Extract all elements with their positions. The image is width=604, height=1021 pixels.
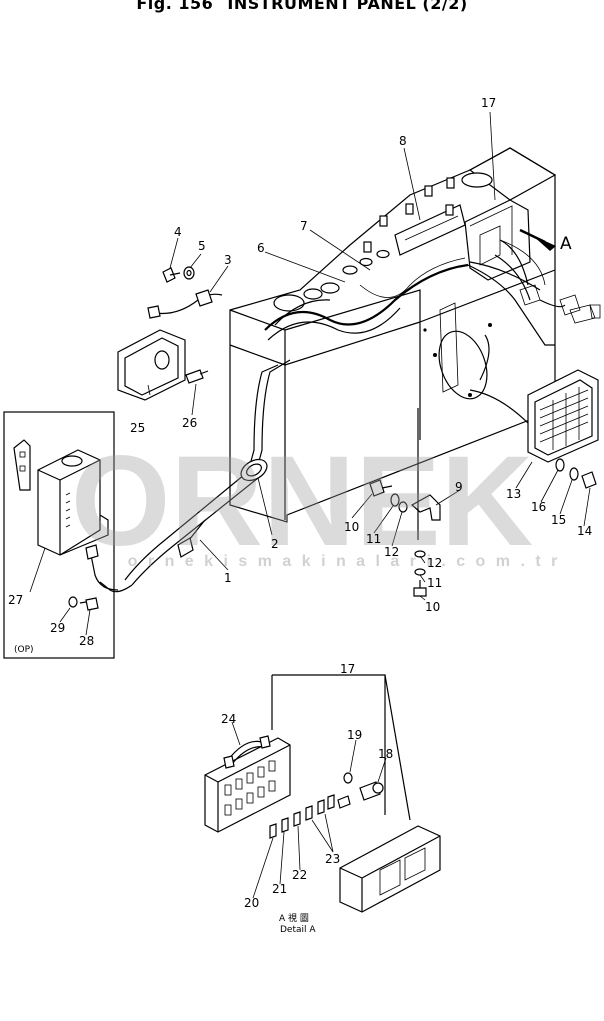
callout-labels: 1 2 3 4 5 6 7 8 9 10 11 12 12 11 10 13 1… bbox=[8, 96, 592, 935]
callout-28: 28 bbox=[79, 634, 94, 648]
figure-caption: INSTRUMENT PANEL (2/2) bbox=[227, 0, 468, 13]
lamp-mount-parts bbox=[555, 458, 597, 489]
washer-11-upper bbox=[390, 493, 400, 507]
callout-11-lower: 11 bbox=[427, 576, 442, 590]
callout-26: 26 bbox=[182, 416, 197, 430]
callout-20: 20 bbox=[244, 896, 259, 910]
washer-12-upper bbox=[398, 501, 408, 513]
callout-3: 3 bbox=[224, 253, 232, 267]
work-lamp bbox=[527, 369, 599, 463]
callout-14: 14 bbox=[577, 524, 592, 538]
washer-tank bbox=[37, 449, 109, 556]
callout-10-lower: 10 bbox=[425, 600, 440, 614]
callout-17: 17 bbox=[481, 96, 496, 110]
callout-13: 13 bbox=[506, 487, 521, 501]
gauge-cluster bbox=[273, 172, 493, 312]
callout-5: 5 bbox=[198, 239, 206, 253]
figure-title: Fig. 156 INSTRUMENT PANEL (2/2) bbox=[0, 0, 604, 13]
callout-2: 2 bbox=[271, 537, 279, 551]
bolt-10-lower bbox=[413, 580, 427, 597]
figure-number: Fig. 156 bbox=[136, 0, 214, 13]
inset-frame bbox=[3, 411, 115, 659]
callout-8: 8 bbox=[399, 134, 407, 148]
lamp-bolt bbox=[185, 369, 209, 384]
leader-lines bbox=[29, 111, 591, 899]
fuse-box-cover bbox=[339, 825, 441, 913]
watermark-url: o r n e k i s m a k i n a l a r i . c o … bbox=[128, 553, 561, 570]
callout-16: 16 bbox=[531, 500, 546, 514]
callout-21: 21 bbox=[272, 882, 287, 896]
tank-hose bbox=[85, 544, 119, 591]
callout-29: 29 bbox=[50, 621, 65, 635]
callout-25: 25 bbox=[130, 421, 145, 435]
inset-label: (OP) bbox=[14, 645, 34, 655]
callout-12-upper: 12 bbox=[384, 545, 399, 559]
switch-panel bbox=[363, 177, 466, 256]
washer-12-lower bbox=[414, 550, 426, 558]
fuse-block bbox=[204, 737, 291, 833]
callout-4: 4 bbox=[174, 225, 182, 239]
detail-a-outline bbox=[271, 674, 411, 821]
detail-label-line2: Detail A bbox=[280, 925, 316, 935]
view-marker-a: A bbox=[560, 234, 572, 254]
callout-7: 7 bbox=[300, 219, 308, 233]
bolt-10-upper bbox=[369, 479, 393, 497]
harness-conduit bbox=[99, 359, 291, 593]
callout-22: 22 bbox=[292, 868, 307, 882]
detail-label-line1: A 視 圖 bbox=[279, 912, 309, 924]
callout-1: 1 bbox=[224, 571, 232, 585]
callout-12-lower: 12 bbox=[427, 556, 442, 570]
callout-19: 19 bbox=[347, 728, 362, 742]
instrument-panel-housing bbox=[229, 147, 557, 523]
watermark-brand: ORNEK bbox=[71, 430, 533, 573]
wiring-harness bbox=[264, 239, 601, 426]
callout-23: 23 bbox=[325, 852, 340, 866]
fuse-box-assembly bbox=[464, 199, 531, 281]
rear-lamp bbox=[117, 329, 186, 401]
callout-11-upper: 11 bbox=[366, 532, 381, 546]
callout-6: 6 bbox=[257, 241, 265, 255]
callout-17-detail: 17 bbox=[340, 662, 355, 676]
view-arrow bbox=[519, 228, 556, 251]
bolt-18 bbox=[359, 781, 384, 801]
callout-10-upper: 10 bbox=[344, 520, 359, 534]
bolt-28 bbox=[79, 597, 99, 611]
callout-27: 27 bbox=[8, 593, 23, 607]
callout-18: 18 bbox=[378, 747, 393, 761]
tank-bracket bbox=[13, 439, 31, 491]
grommet bbox=[240, 458, 268, 482]
bracket-9 bbox=[410, 408, 441, 540]
washer-19 bbox=[343, 772, 353, 784]
washer-29 bbox=[68, 596, 78, 608]
callout-9: 9 bbox=[455, 480, 463, 494]
bolt-4 bbox=[162, 267, 181, 283]
spare-fuse-clip bbox=[223, 735, 271, 769]
washer-5 bbox=[183, 266, 195, 280]
sensor-cable bbox=[147, 289, 223, 319]
callout-24: 24 bbox=[221, 712, 236, 726]
fuses-row bbox=[269, 794, 351, 839]
callout-15: 15 bbox=[551, 513, 566, 527]
